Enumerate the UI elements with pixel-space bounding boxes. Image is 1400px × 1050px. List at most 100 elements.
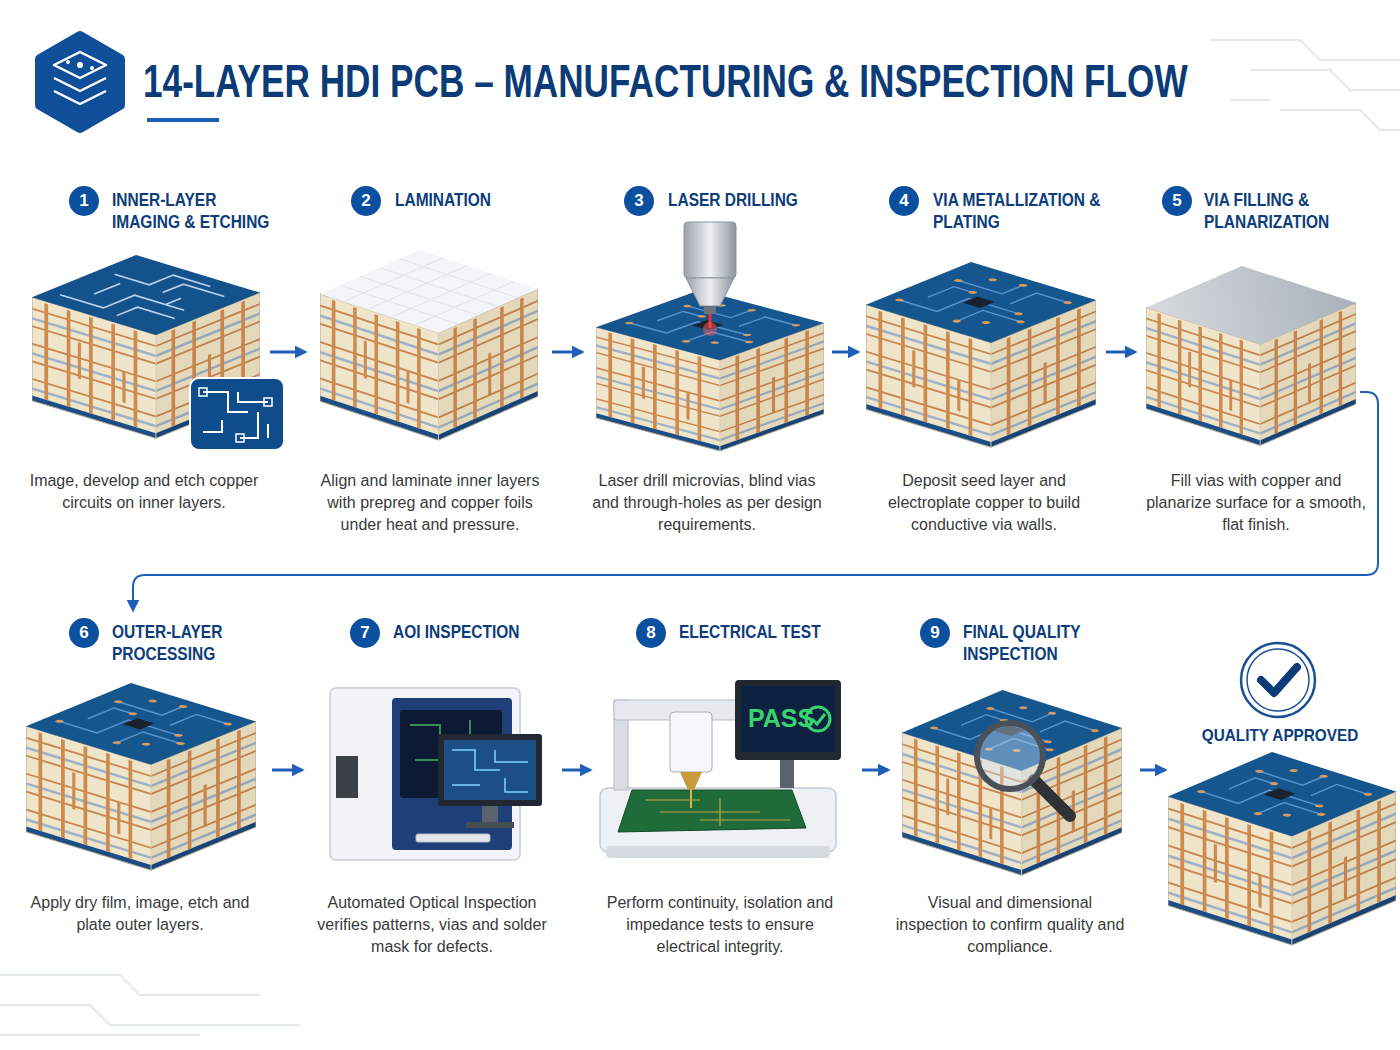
tester-foot bbox=[606, 846, 830, 858]
laser-glow bbox=[703, 322, 717, 336]
board-top bbox=[26, 683, 256, 765]
laser-nozzle bbox=[686, 278, 734, 306]
process-step: 9 FINAL QUALITY INSPECTION Visual and dime… bbox=[888, 610, 1140, 970]
step-description: Visual and dimensional inspection to con… bbox=[890, 892, 1130, 958]
step-heading: VIA METALLIZATION & PLATING bbox=[933, 189, 1105, 233]
test-machine bbox=[600, 680, 841, 858]
icon-dot bbox=[66, 60, 70, 64]
process-step: 7 AOI INSPECTION Automated Optical Inspect… bbox=[302, 610, 562, 970]
aoi-machine bbox=[330, 688, 542, 860]
step-number: 5 bbox=[1162, 186, 1192, 216]
title-underline bbox=[147, 118, 219, 122]
flow-arrow bbox=[270, 351, 305, 354]
step-description: Image, develop and etch copper circuits … bbox=[24, 470, 264, 514]
probe-head bbox=[670, 712, 712, 772]
flow-arrow bbox=[832, 351, 858, 354]
status-label: QUALITY APPROVED bbox=[1181, 725, 1379, 747]
flow-arrow bbox=[1106, 351, 1135, 354]
step4-art bbox=[866, 262, 1096, 447]
step-heading: INNER-LAYER IMAGING & ETCHING bbox=[112, 189, 284, 233]
step-description: Automated Optical Inspection verifies pa… bbox=[312, 892, 552, 958]
process-step: 4 VIA METALLIZATION & PLATING Deposit seed… bbox=[858, 180, 1106, 545]
step6-art bbox=[26, 683, 256, 870]
inset-panel bbox=[190, 378, 284, 450]
deco-trace bbox=[0, 975, 300, 1035]
approved-ring bbox=[1241, 643, 1315, 717]
board-traces bbox=[645, 798, 790, 826]
background-circuits bbox=[0, 40, 1400, 1035]
monitor-screen bbox=[444, 740, 536, 800]
approved-inner-ring bbox=[1247, 649, 1309, 711]
process-step: 6OUTER-LAYER PROCESSINGApply dry film, i… bbox=[20, 610, 272, 970]
screen-label: PASS bbox=[748, 703, 814, 733]
flow-arrow bbox=[1140, 769, 1165, 772]
step-heading: AOI INSPECTION bbox=[393, 621, 565, 643]
process-step: 3LASER DRILLINGLaser drill microvias, bl… bbox=[582, 180, 832, 545]
step-number: 9 bbox=[920, 618, 950, 648]
step-number: 4 bbox=[889, 186, 919, 216]
inset-pad bbox=[236, 434, 244, 442]
inset-circuit bbox=[203, 392, 268, 438]
step-description: Fill vias with copper and planarize surf… bbox=[1136, 470, 1376, 536]
step-heading: FINAL QUALITY INSPECTION bbox=[963, 621, 1135, 665]
monitor-stand bbox=[482, 806, 498, 824]
monitor bbox=[735, 680, 841, 760]
step2-art bbox=[320, 250, 538, 440]
tester-base bbox=[600, 788, 836, 852]
inner-layer-top bbox=[32, 255, 260, 335]
step-heading: ELECTRICAL TEST bbox=[679, 621, 851, 643]
flow-arrow bbox=[272, 769, 302, 772]
keyboard bbox=[416, 834, 490, 842]
process-step: QUALITY APPROVED bbox=[1165, 610, 1395, 970]
icon-dot bbox=[77, 62, 83, 68]
inset-pad bbox=[199, 388, 207, 396]
step9-art bbox=[902, 690, 1122, 875]
monitor-stand bbox=[780, 760, 794, 788]
step3-art bbox=[596, 222, 824, 451]
step-number: 6 bbox=[69, 618, 99, 648]
icon-badge bbox=[40, 36, 120, 128]
flow-arrow bbox=[133, 392, 1378, 610]
step-number: 2 bbox=[351, 186, 381, 216]
final-art bbox=[1168, 643, 1396, 945]
monitor-screen bbox=[741, 686, 835, 752]
step-description: Deposit seed layer and electroplate copp… bbox=[864, 470, 1104, 536]
step-description: Perform continuity, isolation and impeda… bbox=[600, 892, 840, 958]
planar-top bbox=[1146, 266, 1356, 344]
inset-pad bbox=[264, 398, 272, 406]
flow-arrow bbox=[862, 769, 888, 772]
process-step: 1INNER-LAYER IMAGING & ETCHINGImage, dev… bbox=[20, 180, 270, 545]
process-step: 2LAMINATIONAlign and laminate inner laye… bbox=[305, 180, 552, 545]
step-heading: VIA FILLING & PLANARIZATION bbox=[1204, 189, 1376, 233]
icon-layer bbox=[54, 78, 106, 91]
monitor bbox=[438, 734, 542, 806]
step-heading: LAMINATION bbox=[395, 189, 567, 211]
step-number: 7 bbox=[350, 618, 380, 648]
diagram-title: 14-LAYER HDI PCB – MANUFACTURING & INSPE… bbox=[143, 54, 1188, 108]
header-icon bbox=[40, 36, 120, 128]
step-number: 1 bbox=[69, 186, 99, 216]
step-description: Laser drill microvias, blind vias and th… bbox=[587, 470, 827, 536]
board-top bbox=[866, 262, 1096, 343]
test-board bbox=[618, 790, 806, 832]
step5-art bbox=[1146, 266, 1356, 445]
monitor-base bbox=[466, 822, 514, 828]
magnifier-handle bbox=[1034, 780, 1070, 816]
approved-check bbox=[1261, 667, 1297, 693]
step-description: Apply dry film, image, etch and plate ou… bbox=[20, 892, 260, 936]
flow-arrow bbox=[552, 351, 582, 354]
flow-arrow bbox=[562, 769, 590, 772]
step-number: 8 bbox=[636, 618, 666, 648]
icon-layer bbox=[54, 52, 106, 78]
process-step: 5VIA FILLING & PLANARIZATIONFill vias wi… bbox=[1135, 180, 1360, 545]
icon-layer bbox=[54, 91, 106, 104]
step-description: Align and laminate inner layers with pre… bbox=[310, 470, 550, 536]
magnifier-lens bbox=[977, 723, 1043, 789]
laser-tip bbox=[704, 306, 716, 314]
board-top bbox=[1168, 752, 1396, 836]
loading-slot bbox=[336, 756, 358, 798]
process-step: 8 ELECTRICAL TEST Perform continuity, isol… bbox=[590, 610, 862, 970]
step-heading: OUTER-LAYER PROCESSING bbox=[112, 621, 284, 665]
deco-trace bbox=[1210, 40, 1400, 130]
